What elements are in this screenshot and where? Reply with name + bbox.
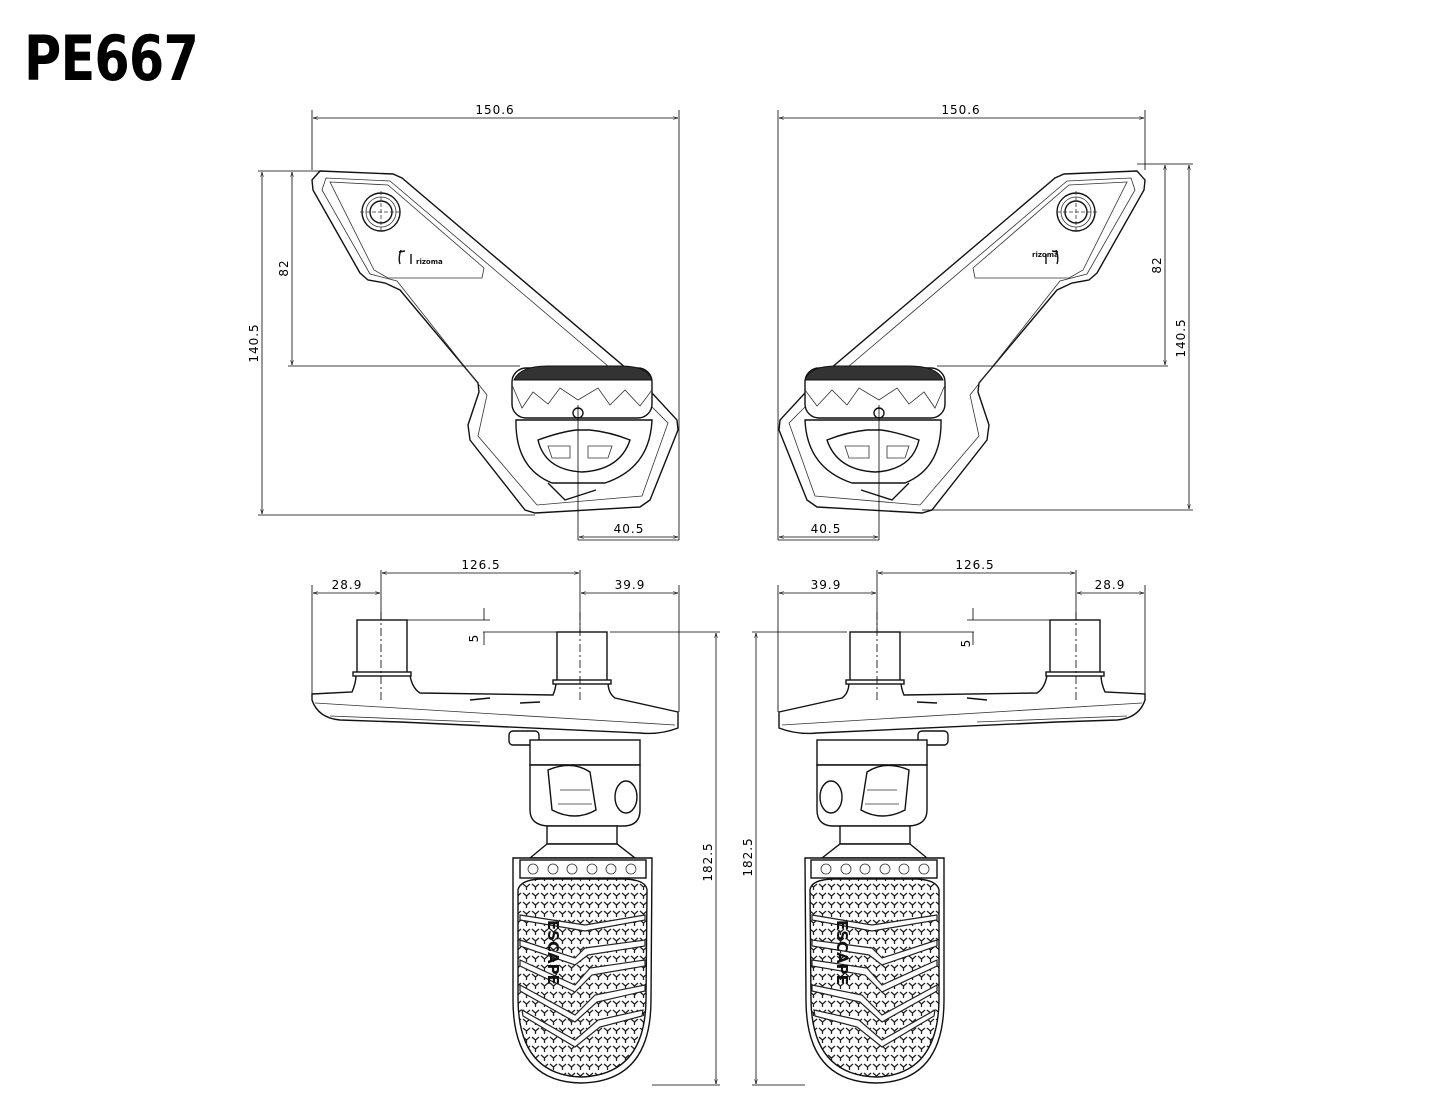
product-code-title: PE667 — [24, 22, 199, 95]
dim-step: 5 — [959, 639, 973, 648]
dim-step: 5 — [467, 634, 481, 643]
dim-upper-height: 82 — [277, 259, 291, 276]
rizoma-logo-left: rizoma — [416, 258, 443, 266]
dim-right-offset: 39.9 — [615, 578, 646, 592]
left-footpeg-drawing — [311, 170, 679, 1084]
dim-offset: 40.5 — [614, 522, 645, 536]
escape-brand-right: ESCAPE — [833, 920, 851, 985]
dim-left-offset: 39.9 — [811, 578, 842, 592]
dim-total-height: 140.5 — [247, 323, 261, 362]
dim-span: 126.5 — [461, 558, 500, 572]
dim-height: 182.5 — [741, 837, 755, 876]
dim-height: 182.5 — [701, 842, 715, 881]
left-dimensions — [258, 110, 720, 1086]
dim-offset: 40.5 — [811, 522, 842, 536]
dim-width: 150.6 — [475, 103, 514, 117]
escape-brand-left: ESCAPE — [544, 920, 562, 985]
dim-span: 126.5 — [955, 558, 994, 572]
rizoma-logo-right: rizoma — [1032, 251, 1059, 259]
right-dimensions — [752, 110, 1193, 1086]
dim-right-offset: 28.9 — [1095, 578, 1126, 592]
dim-upper-height: 82 — [1150, 256, 1164, 273]
dim-total-height: 140.5 — [1174, 318, 1188, 357]
dim-left-offset: 28.9 — [332, 578, 363, 592]
dim-width: 150.6 — [941, 103, 980, 117]
